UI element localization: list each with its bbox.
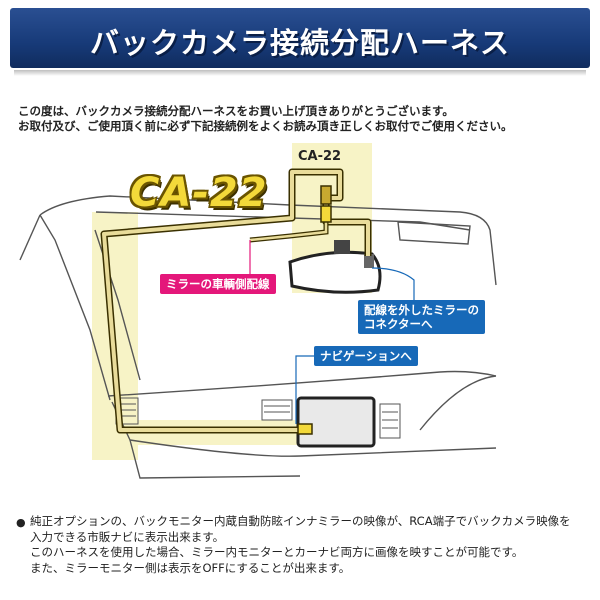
installation-diagram <box>19 143 497 479</box>
notes-body: 純正オプションの、バックモニター内蔵自動防眩インナミラーの映像が、RCA端子でバ… <box>30 514 596 576</box>
label-navigation: ナビゲーションへ <box>314 346 418 366</box>
label-mirror-connector: 配線を外したミラーの コネクターへ <box>358 300 485 334</box>
air-vent-center <box>261 399 293 421</box>
label-mirror-connector-line1: 配線を外したミラーの <box>364 303 479 317</box>
title-banner: バックカメラ接続分配ハーネス <box>10 8 590 68</box>
harness-connector-top <box>320 185 332 205</box>
mirror-mount <box>334 240 350 254</box>
rca-connector <box>297 423 313 435</box>
dash-lower <box>129 439 301 479</box>
note-line-2: 入力できる市販ナビに表示出来ます。 <box>30 529 225 544</box>
dashboard-top <box>107 370 497 397</box>
mirror-connector <box>364 254 374 268</box>
sun-visor <box>397 221 471 245</box>
a-pillar-outer <box>39 214 111 401</box>
notes-section: ● 純正オプションの、バックモニター内蔵自動防眩インナミラーの映像が、RCA端子… <box>16 514 596 576</box>
note-line-4: また、ミラーモニター側は表示をOFFにすることが出来ます。 <box>30 560 351 575</box>
intro-line-2: お取付及び、ご使用頂く前に必ず下記接続例をよくお読み頂き正しくお取付でご使用くだ… <box>18 119 513 133</box>
product-code-small: CA-22 <box>298 149 342 164</box>
air-vent-right <box>379 403 401 439</box>
navigation-unit <box>296 396 376 448</box>
note-line-3: このハーネスを使用した場合、ミラー内モニターとカーナビ両方に画像を映すことが可能… <box>30 545 524 559</box>
banner-shadow <box>14 70 586 76</box>
label-navigation-text: ナビゲーションへ <box>320 349 412 363</box>
page-title: バックカメラ接続分配ハーネス <box>89 26 510 60</box>
label-mirror-connector-line2: コネクターへ <box>364 317 433 331</box>
roof-line <box>95 211 471 231</box>
harness-branch <box>249 222 328 242</box>
harness-connector-mid <box>320 205 332 223</box>
callout-line-connector <box>371 267 415 300</box>
harness-cable <box>102 170 370 432</box>
bullet-icon: ● <box>16 516 26 529</box>
rearview-mirror <box>288 250 382 294</box>
intro-line-1: この度は、バックカメラ接続分配ハーネスをお買い上げ頂きありがとうございます。 <box>18 104 454 118</box>
note-line-1: 純正オプションの、バックモニター内蔵自動防眩インナミラーの映像が、RCA端子でバ… <box>30 514 571 528</box>
dashboard-face <box>111 401 497 457</box>
intro-text: この度は、バックカメラ接続分配ハーネスをお買い上げ頂きありがとうございます。 お… <box>18 104 588 134</box>
label-mirror-vehicle-wiring-text: ミラーの車輌側配線 <box>166 277 270 291</box>
product-code-large: CA-22 <box>130 170 268 216</box>
steering-wheel <box>419 375 497 431</box>
callout-line-navigation <box>295 355 314 424</box>
side-window <box>19 214 41 261</box>
label-mirror-vehicle-wiring: ミラーの車輌側配線 <box>160 274 276 294</box>
